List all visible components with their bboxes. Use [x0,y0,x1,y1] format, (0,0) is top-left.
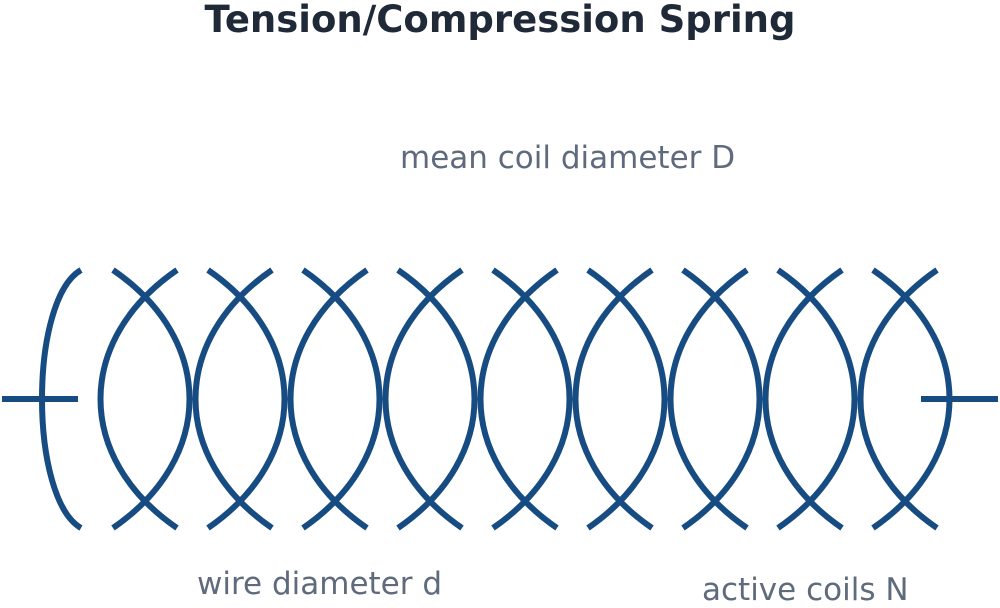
spring-coil-3-front [287,267,369,531]
spring-coil-5-front [477,267,559,531]
active-coils-label: active coils N [702,572,909,608]
spring-coil-1-front [97,267,179,531]
spring-coils-group [2,267,998,531]
spring-coil-8-back [776,267,858,531]
spring-coil-8-front [762,267,844,531]
spring-coil-2-front [192,267,274,531]
spring-coil-6-front [572,267,654,531]
spring-coil-7-back [681,267,763,531]
wire-diameter-label: wire diameter d [197,566,443,602]
spring-coil-3-back [301,267,383,531]
spring-coil-4-front [382,267,464,531]
spring-coil-5-back [491,267,573,531]
spring-coil-6-back [586,267,668,531]
spring-coil-2-back [206,267,288,531]
mean-coil-diameter-label: mean coil diameter D [400,140,736,176]
spring-coil-1-back [111,267,193,531]
spring-coil-7-front [667,267,749,531]
diagram-title: Tension/Compression Spring [204,0,796,41]
spring-coil-4-back [396,267,478,531]
spring-coil-9-front [857,267,939,531]
